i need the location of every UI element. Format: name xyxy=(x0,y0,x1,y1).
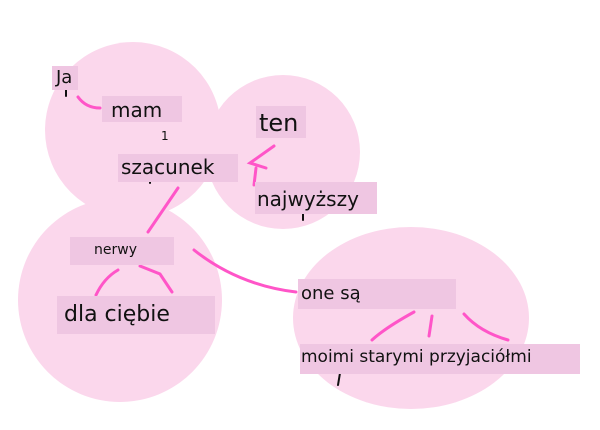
connector-nerwy-one-sa xyxy=(192,248,298,294)
word-przyjaciolmi: moimi starymi przyjaciółmi xyxy=(301,347,532,367)
connector-nerwy-dla-right xyxy=(138,264,174,294)
bubble-one-sa xyxy=(293,227,529,409)
connector-ja-mam xyxy=(76,95,102,110)
highlight-ten xyxy=(256,106,306,138)
highlight-ja xyxy=(52,66,78,90)
connector-one-sa-mid xyxy=(427,314,434,338)
word-one-sa: one są xyxy=(301,283,361,304)
highlight-najwyzszy xyxy=(255,182,377,214)
connector-szacunek-nerwy xyxy=(146,186,180,234)
connector-one-sa-left xyxy=(370,310,416,342)
connector-one-sa-right xyxy=(462,312,510,342)
word-dla-ciebie: dla ciębie xyxy=(64,302,170,327)
highlight-dla-ciebie xyxy=(57,296,215,334)
highlight-one-sa xyxy=(298,279,456,309)
word-najwyzszy: najwyższy xyxy=(257,187,359,211)
word-mam: mam xyxy=(111,98,163,122)
word-ja: Ja xyxy=(56,67,73,88)
tick-przyjaciolmi xyxy=(337,372,341,386)
highlight-szacunek xyxy=(118,154,238,182)
highlight-nerwy xyxy=(70,237,174,265)
connector-nerwy-dla-left xyxy=(94,268,120,297)
word-szacunek: szacunek xyxy=(121,155,215,179)
word-nerwy: nerwy xyxy=(94,242,137,258)
connectors xyxy=(76,95,510,342)
highlight-przyjaciolmi xyxy=(300,344,580,374)
word-number: 1 xyxy=(161,129,169,143)
highlight-mam xyxy=(102,96,182,122)
word-ten: ten xyxy=(259,109,299,137)
connector-szacunek-najwyzszy xyxy=(252,166,258,187)
connector-ten-szacunek xyxy=(246,144,276,170)
